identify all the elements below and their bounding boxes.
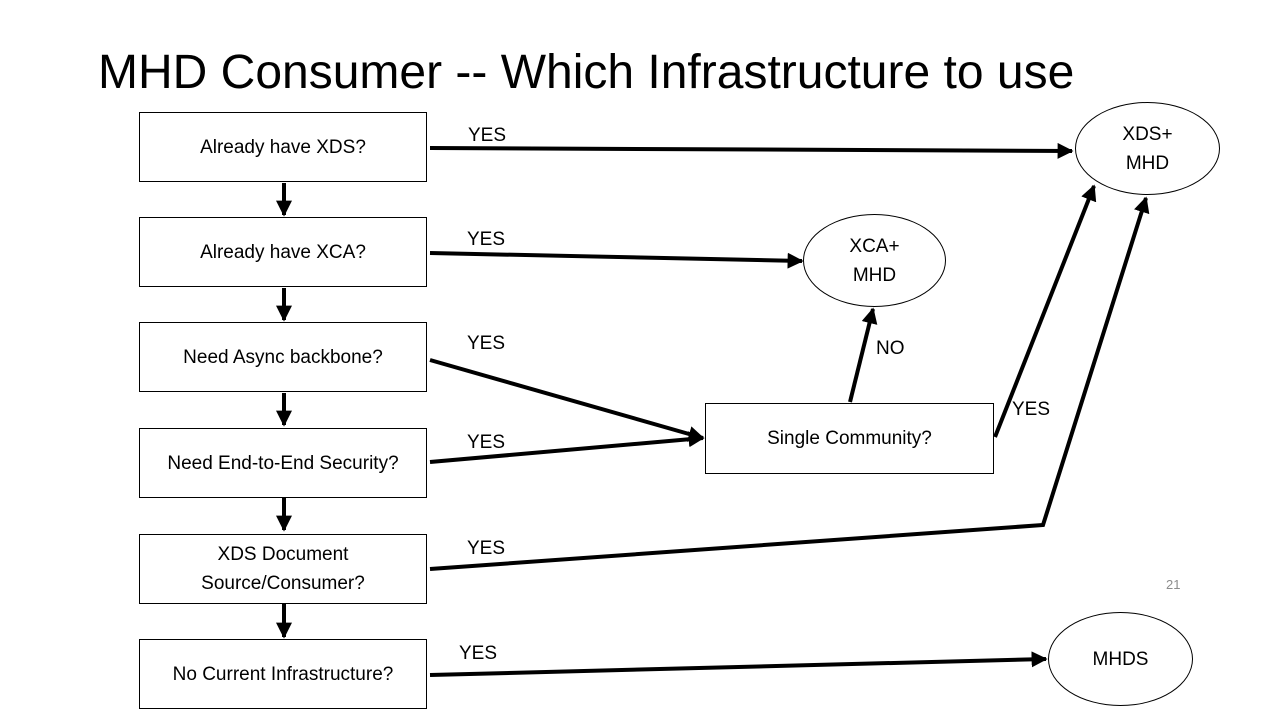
question-label: Need End-to-End Security? — [167, 452, 399, 474]
outcome-line2: MHD — [1125, 152, 1170, 174]
page-number: 21 — [1166, 577, 1181, 592]
slide-title: MHD Consumer -- Which Infrastructure to … — [98, 46, 1075, 99]
outcome-line2: MHD — [852, 264, 897, 286]
label-no-single: NO — [876, 338, 905, 359]
label-yes-xds: YES — [468, 125, 507, 146]
arrow-xds-yes — [429, 142, 1074, 159]
arrow-single-no — [848, 307, 878, 403]
question-label: Already have XDS? — [200, 136, 366, 158]
label-yes-single: YES — [1012, 399, 1051, 420]
question-need-async-backbone: Need Async backbone? — [139, 322, 427, 392]
arrow-single-yes — [993, 184, 1097, 438]
label-yes-security: YES — [467, 432, 506, 453]
arrow-noinfra-yes — [429, 651, 1048, 677]
outcome-xca-mhd: XCA+ MHD — [803, 214, 946, 307]
label-yes-async: YES — [467, 333, 506, 354]
outcome-line1: XDS+ — [1122, 123, 1173, 145]
question-label: Already have XCA? — [200, 241, 366, 263]
question-already-have-xds: Already have XDS? — [139, 112, 427, 182]
question-already-have-xca: Already have XCA? — [139, 217, 427, 287]
arrow-async-yes — [429, 358, 705, 442]
label-yes-xca: YES — [467, 229, 506, 250]
decision-label: Single Community? — [767, 427, 932, 449]
outcome-xds-mhd: XDS+ MHD — [1075, 102, 1220, 195]
outcome-mhds: MHDS — [1048, 612, 1193, 706]
label-yes-doc-source: YES — [467, 538, 506, 559]
label-yes-no-infra: YES — [459, 643, 498, 664]
question-label-line1: XDS Document — [217, 544, 349, 565]
arrow-doc-yes — [429, 196, 1150, 571]
decision-single-community: Single Community? — [705, 403, 994, 474]
question-label: Need Async backbone? — [183, 346, 383, 368]
arrow-security-yes — [429, 431, 705, 464]
question-label: No Current Infrastructure? — [172, 663, 394, 685]
question-xds-document-source-consumer: XDS Document Source/Consumer? — [139, 534, 427, 604]
arrow-xca-yes — [429, 251, 804, 269]
question-no-current-infrastructure: No Current Infrastructure? — [139, 639, 427, 709]
question-need-end-to-end-security: Need End-to-End Security? — [139, 428, 427, 498]
question-label-line2: Source/Consumer? — [201, 573, 365, 594]
outcome-line1: XCA+ — [849, 235, 900, 257]
outcome-label: MHDS — [1092, 648, 1149, 670]
